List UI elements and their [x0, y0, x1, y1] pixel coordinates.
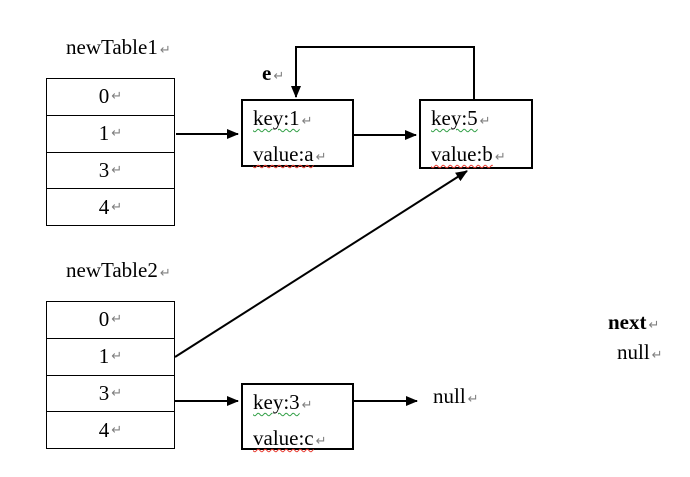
paragraph-mark-icon: ↵	[111, 89, 123, 105]
paragraph-mark-icon: ↵	[111, 385, 123, 401]
pointer-e-label: e↵	[262, 61, 285, 86]
table2-row-3: 3↵	[47, 374, 174, 412]
paragraph-mark-icon: ↵	[315, 434, 327, 449]
paragraph-mark-icon: ↵	[111, 126, 123, 142]
paragraph-mark-icon: ↵	[111, 162, 123, 178]
paragraph-mark-icon: ↵	[315, 150, 327, 165]
node-key5-key-text: key:5	[431, 106, 478, 130]
paragraph-mark-icon: ↵	[111, 422, 123, 438]
paragraph-mark-icon: ↵	[467, 392, 479, 407]
table2-title-text: newTable2	[66, 258, 158, 282]
table2-row-0: 0↵	[47, 302, 174, 338]
bucket-index: 1	[98, 344, 110, 369]
paragraph-mark-icon: ↵	[111, 349, 123, 365]
paragraph-mark-icon: ↵	[301, 398, 313, 413]
pointer-next-null-label: null↵	[617, 340, 663, 365]
table1-title: newTable1↵	[66, 35, 171, 60]
paragraph-mark-icon: ↵	[111, 312, 123, 328]
bucket-index: 3	[98, 157, 110, 182]
paragraph-mark-icon: ↵	[159, 43, 171, 58]
pointer-next-text: next	[608, 310, 647, 334]
pointer-e-text: e	[262, 61, 272, 85]
paragraph-mark-icon: ↵	[479, 114, 491, 129]
node-key5-key-line: key:5↵	[431, 102, 531, 138]
bucket-index: 0	[98, 84, 110, 109]
pointer-next-label: next↵	[608, 310, 660, 335]
node-key1-value-line: value:a↵	[253, 138, 352, 174]
bucket-index: 3	[98, 380, 110, 405]
node-key1: key:1↵ value:a↵	[241, 99, 354, 167]
table1: 0↵ 1↵ 3↵ 4↵	[46, 78, 175, 226]
bucket-index: 1	[98, 121, 110, 146]
bucket-index: 4	[98, 194, 110, 219]
arrow-table2-row1-to-key5	[174, 170, 468, 358]
key3-null-label: null↵	[433, 384, 479, 409]
bucket-index: 4	[98, 417, 110, 442]
key3-null-text: null	[433, 384, 466, 408]
table2-title: newTable2↵	[66, 258, 171, 283]
arrow-key5-loop-to-key1	[291, 46, 475, 99]
node-key5-value-text: value:b	[431, 142, 493, 166]
table2: 0↵ 1↵ 3↵ 4↵	[46, 301, 175, 449]
node-key3-key-text: key:3	[253, 390, 300, 414]
node-key3-value-text: value:c	[253, 426, 314, 450]
node-key1-value-text: value:a	[253, 142, 314, 166]
table2-row-1: 1↵	[47, 337, 174, 375]
paragraph-mark-icon: ↵	[651, 348, 663, 363]
pointer-next-null-text: null	[617, 340, 650, 364]
node-key3-value-line: value:c↵	[253, 422, 352, 458]
table2-row-4: 4↵	[47, 411, 174, 448]
node-key5-value-line: value:b↵	[431, 138, 531, 174]
node-key5: key:5↵ value:b↵	[419, 99, 533, 169]
paragraph-mark-icon: ↵	[159, 266, 171, 281]
table1-row-4: 4↵	[47, 188, 174, 225]
table1-row-1: 1↵	[47, 114, 174, 152]
node-key3-key-line: key:3↵	[253, 386, 352, 422]
paragraph-mark-icon: ↵	[301, 114, 313, 129]
table1-row-0: 0↵	[47, 79, 174, 115]
node-key1-key-line: key:1↵	[253, 102, 352, 138]
node-key1-key-text: key:1	[253, 106, 300, 130]
node-key3: key:3↵ value:c↵	[241, 383, 354, 450]
paragraph-mark-icon: ↵	[494, 150, 506, 165]
table1-row-3: 3↵	[47, 151, 174, 189]
paragraph-mark-icon: ↵	[648, 318, 660, 333]
table1-title-text: newTable1	[66, 35, 158, 59]
paragraph-mark-icon: ↵	[111, 199, 123, 215]
bucket-index: 0	[98, 307, 110, 332]
paragraph-mark-icon: ↵	[273, 69, 285, 84]
